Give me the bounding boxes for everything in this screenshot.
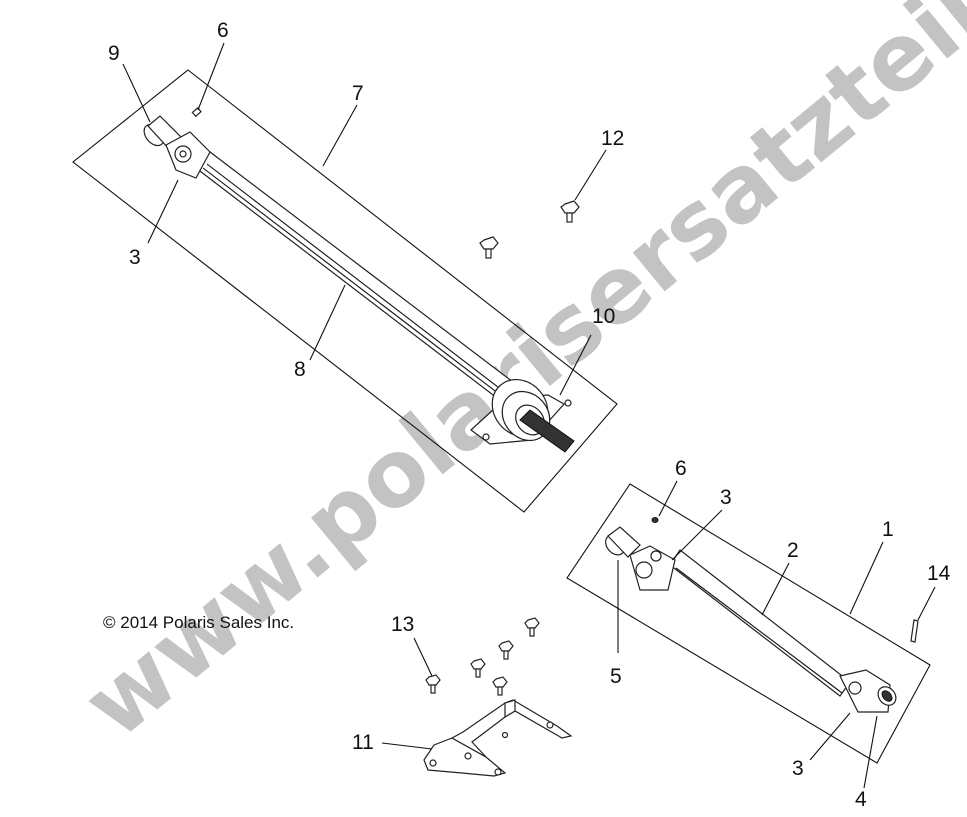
callout-5[interactable]: 5 <box>610 665 622 688</box>
rear-driveshaft[interactable] <box>195 151 514 399</box>
callout-9[interactable]: 9 <box>108 42 120 65</box>
bracket-group <box>423 617 573 777</box>
callout-11[interactable]: 11 <box>352 731 374 754</box>
callouts: 9 6 7 3 12 10 8 6 3 1 2 14 5 13 11 3 4 <box>108 19 951 811</box>
bolt-12-b[interactable] <box>479 236 499 259</box>
callout-3[interactable]: 3 <box>720 486 732 509</box>
rear-driveshaft-group <box>72 69 618 513</box>
callout-6[interactable]: 6 <box>675 457 687 480</box>
callout-7[interactable]: 7 <box>352 82 364 105</box>
callout-13[interactable]: 13 <box>391 613 414 636</box>
u-joint-3-rear[interactable] <box>165 131 211 179</box>
callout-4[interactable]: 4 <box>855 788 867 811</box>
callout-10[interactable]: 10 <box>592 305 615 328</box>
leader-lines <box>122 42 936 789</box>
roll-pin-14[interactable] <box>910 619 919 643</box>
bolt-13-a[interactable] <box>425 674 441 694</box>
bolt-13-e[interactable] <box>524 617 540 637</box>
callout-3[interactable]: 3 <box>129 246 141 269</box>
group-box-1 <box>566 483 931 764</box>
slip-yoke-5[interactable] <box>602 526 641 559</box>
carrier-bracket-11[interactable] <box>423 699 573 777</box>
bolt-13-b[interactable] <box>470 658 486 678</box>
callout-2[interactable]: 2 <box>787 539 799 562</box>
carrier-bearing-10[interactable] <box>470 368 575 453</box>
callout-14[interactable]: 14 <box>927 562 951 585</box>
callout-8[interactable]: 8 <box>294 358 306 381</box>
grease-fitting-6-rear[interactable] <box>191 107 202 118</box>
bolt-12-a[interactable] <box>560 200 580 223</box>
bolt-13-d[interactable] <box>492 676 508 696</box>
u-joint-3-front-a[interactable] <box>629 545 676 591</box>
yoke-4[interactable] <box>874 683 899 709</box>
callout-1[interactable]: 1 <box>882 518 894 541</box>
callout-12[interactable]: 12 <box>601 127 624 150</box>
front-driveshaft[interactable] <box>669 549 851 697</box>
bolt-13-c[interactable] <box>498 640 514 660</box>
copyright-notice: © 2014 Polaris Sales Inc. <box>103 613 294 632</box>
callout-3[interactable]: 3 <box>792 757 804 780</box>
group-box-7 <box>72 69 618 513</box>
grease-fitting-6-front[interactable] <box>651 517 659 523</box>
front-driveshaft-group <box>566 483 931 764</box>
u-joint-3-front-b[interactable] <box>839 669 891 713</box>
callout-6[interactable]: 6 <box>217 19 229 42</box>
